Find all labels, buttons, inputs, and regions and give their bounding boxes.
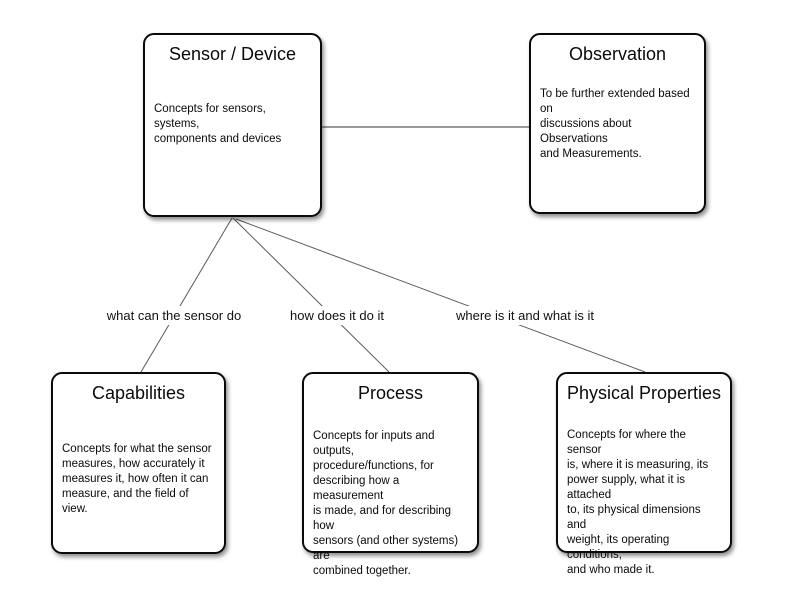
node-process-description: Concepts for inputs and outputs, procedu… — [313, 430, 459, 577]
edge-label-what-can-the-sensor-do: what can the sensor do — [100, 306, 248, 325]
connector-sensor-physical-properties — [235, 218, 646, 373]
node-sensor-device-title: Sensor / Device — [168, 44, 297, 64]
node-observation: Observation To be further extended based… — [529, 33, 706, 214]
node-sensor-device: Sensor / Device Concepts for sensors, sy… — [143, 33, 322, 217]
connector-sensor-process — [232, 217, 390, 373]
node-sensor-device-description: Concepts for sensors, systems, component… — [154, 103, 282, 145]
node-observation-description: To be further extended based on discussi… — [540, 88, 690, 160]
node-capabilities-description: Concepts for what the sensor measures, h… — [62, 443, 212, 515]
node-physical-properties-description: Concepts for where the sensor is, where … — [567, 429, 709, 576]
node-process: Process Concepts for inputs and outputs,… — [302, 372, 479, 577]
node-observation-title: Observation — [568, 44, 667, 64]
node-capabilities: Capabilities Concepts for what the senso… — [51, 372, 226, 554]
connector-sensor-capabilities — [140, 217, 233, 373]
node-physical-properties: Physical Properties Concepts for where t… — [556, 372, 732, 576]
node-capabilities-title: Capabilities — [91, 383, 186, 403]
node-process-title: Process — [357, 383, 424, 403]
edge-label-how-does-it-do-it: how does it do it — [284, 306, 390, 325]
node-physical-properties-title: Physical Properties — [566, 383, 722, 403]
edge-label-where-is-it-and-what-is-it: where is it and what is it — [449, 306, 601, 325]
